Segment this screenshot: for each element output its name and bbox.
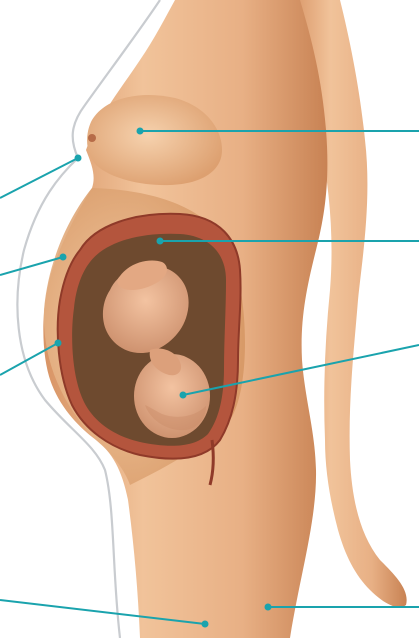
callout-dot-body-outline	[75, 155, 82, 162]
callout-dot-fetus-head	[180, 392, 187, 399]
callout-dot-leg-front	[202, 621, 209, 628]
callout-dot-uterus-front	[60, 254, 67, 261]
nipple	[88, 134, 96, 142]
callout-dot-thigh	[265, 604, 272, 611]
callout-dot-breast	[137, 128, 144, 135]
callout-dot-uterus-wall	[157, 238, 164, 245]
callout-line-body-outline	[0, 158, 78, 198]
callout-dot-amniotic-sac	[55, 340, 62, 347]
